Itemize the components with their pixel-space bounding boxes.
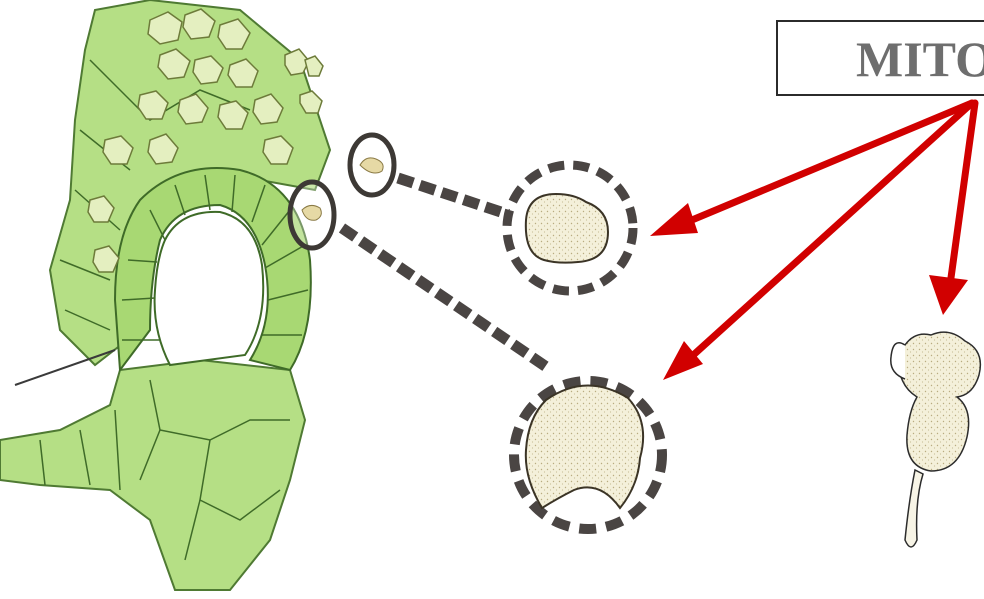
germ-bud: [891, 343, 905, 379]
dashed-connector-upper: [398, 178, 510, 215]
mitosis-label: MITOSIS: [856, 34, 984, 84]
tissue-cavity: [155, 212, 264, 365]
arrow-to-lower-spore-head: [663, 341, 703, 380]
arrow-to-upper-spore-head: [650, 203, 698, 236]
spore-lower-group: [514, 381, 662, 529]
tissue-stem-line: [15, 350, 115, 385]
mitosis-label-box: MITOSIS: [776, 20, 984, 96]
plant-tissue-illustration: [0, 0, 330, 590]
germinating-spore: [891, 332, 981, 547]
magnification-connectors: [290, 135, 548, 368]
arrow-to-lower-spore-shaft: [690, 103, 972, 358]
germinating-spore-body: [899, 332, 981, 471]
spore-upper-group: [507, 165, 633, 291]
germ-tube: [905, 470, 923, 547]
arrow-to-germinating-spore-shaft: [950, 103, 975, 285]
arrow-to-germinating-spore-head: [929, 275, 968, 315]
arrow-to-upper-spore-shaft: [680, 103, 972, 225]
